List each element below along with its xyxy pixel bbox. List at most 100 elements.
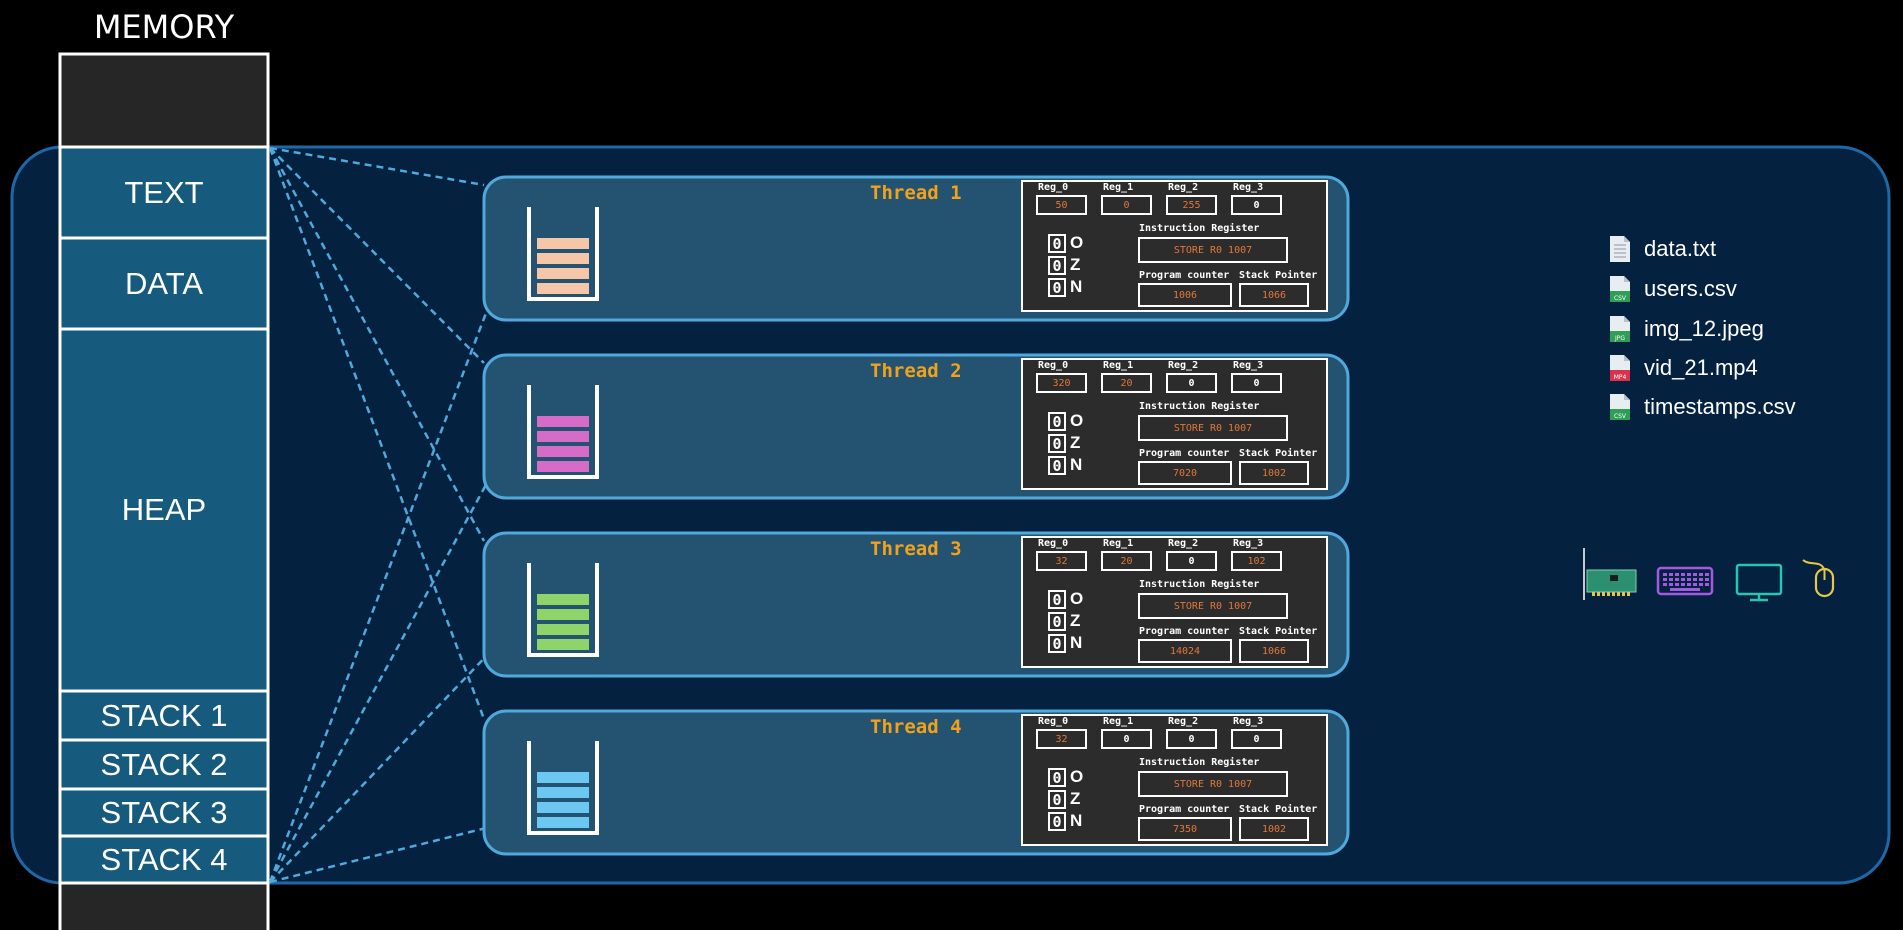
register-label: Reg_0 [1038,538,1069,549]
link-stack-thread-1 [268,291,496,883]
process-container [10,145,1891,885]
thread-2-stack-frame [537,446,589,457]
register-label: Reg_1 [1103,360,1134,371]
register-value: 0 [1231,195,1282,215]
program-counter-value: 7350 [1138,817,1232,841]
memory-segment-stack-4-box [58,834,270,885]
register-value: 0 [1166,551,1217,571]
flag-value: 0 [1048,790,1066,809]
register-value: 32 [1036,551,1087,571]
thread-2-stack-frame [537,431,589,442]
video-file-icon: MP4 [1610,355,1630,381]
contact [1612,592,1615,596]
key [1663,573,1667,576]
register-label: Reg_2 [1168,360,1199,371]
file-fold [1624,316,1630,322]
instruction-register-value: STORE R0 1007 [1138,415,1288,441]
file-type-tag: JPG [1614,335,1625,342]
file-item[interactable]: data.txt [1608,234,1716,264]
memory-title: MEMORY [93,8,235,46]
register-label: Reg_0 [1038,360,1069,371]
stack-pointer-value: 1066 [1239,639,1309,663]
flag-value: 0 [1048,434,1066,453]
register-label: Reg_2 [1168,182,1199,193]
instruction-register-label: Instruction Register [1139,579,1260,590]
file-name: img_12.jpeg [1644,316,1764,341]
register-label: Reg_0 [1038,182,1069,193]
link-stack-thread-4 [269,824,495,884]
program-counter-value: 14024 [1138,639,1232,663]
instruction-register-value: STORE R0 1007 [1138,593,1288,619]
instruction-register-value: STORE R0 1007 [1138,237,1288,263]
file-item[interactable]: JPG img_12.jpeg [1608,314,1764,344]
key [1681,573,1685,576]
image-file-icon: JPG [1610,316,1630,342]
memory-segment-heap-box [58,327,270,693]
keyboard-body [1656,566,1714,596]
register-value: 20 [1101,373,1152,393]
file-type-band [1610,370,1630,381]
spacebar [1670,588,1700,591]
flag-label: N [1070,811,1083,830]
contact [1592,592,1595,596]
key [1693,573,1697,576]
key [1681,578,1685,581]
flag-label: Z [1070,255,1081,274]
file-fold [1624,276,1630,282]
instruction-register-label: Instruction Register [1139,757,1260,768]
flag-value: 0 [1048,590,1066,609]
register-label: Reg_0 [1038,716,1069,727]
key [1675,573,1679,576]
stack-pointer-value: 1002 [1239,461,1309,485]
register-value: 320 [1036,373,1087,393]
key [1705,583,1709,586]
network-card-icon [1583,548,1637,600]
register-label: Reg_2 [1168,716,1199,727]
thread-4-stack-frame [537,802,589,813]
thread-4-stack-frame [537,787,589,798]
csv-file-icon: CSV [1610,276,1630,302]
memory-segment-heap: HEAP [121,492,207,527]
file-name: timestamps.csv [1644,394,1796,419]
contact [1602,592,1605,596]
memory-segment-stack-4: STACK 4 [100,841,228,877]
thread-1-title: Thread 1 [870,182,962,204]
thread-2-title: Thread 2 [870,360,962,382]
flag-label: O [1070,411,1084,430]
link-text-thread-4 [268,147,486,720]
file-type-band [1610,409,1630,420]
register-value: 0 [1231,373,1282,393]
key [1687,583,1691,586]
mouse-icon [1802,559,1835,598]
register-value: 255 [1166,195,1217,215]
link-text-thread-1 [269,146,485,187]
contact [1597,592,1600,596]
flag-value: 0 [1048,412,1066,431]
register-value: 0 [1166,729,1217,749]
file-fold [1624,236,1630,242]
thread-2-stack-frame [537,461,589,472]
register-label: Reg_3 [1233,360,1264,371]
key [1687,573,1691,576]
flag-label: Z [1070,433,1081,452]
program-counter-value: 7020 [1138,461,1232,485]
register-value: 0 [1166,373,1217,393]
file-name: data.txt [1644,236,1717,261]
register-value: 0 [1101,729,1152,749]
file-type-band [1610,331,1630,342]
key [1699,573,1703,576]
thread-3-stack-container [527,563,599,657]
thread-4-title: Thread 4 [870,716,962,738]
flag-value: 0 [1048,634,1066,653]
program-counter-label: Program counter [1139,804,1230,815]
memory-segment-text: TEXT [124,174,204,210]
register-label: Reg_1 [1103,716,1134,727]
register-label: Reg_1 [1103,182,1134,193]
thread-2-stack-frame [537,416,589,427]
memory-segment-data-box [58,236,270,331]
thread-1-stack-frame [537,238,589,249]
